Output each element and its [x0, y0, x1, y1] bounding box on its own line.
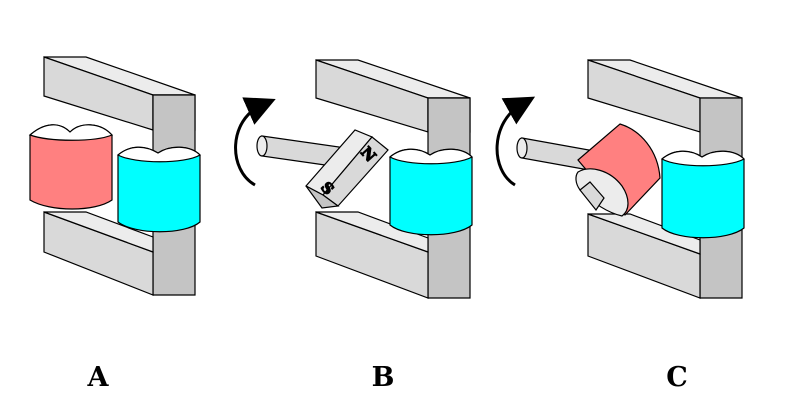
- right-pole-a: [116, 146, 201, 233]
- panel-label-c: C: [666, 362, 688, 393]
- left-pole-a: [28, 124, 114, 210]
- panel-label-a: A: [87, 362, 109, 393]
- bar-magnet-b: N S: [305, 129, 389, 209]
- yoke-a: [43, 56, 196, 296]
- panel-b: N S: [234, 59, 473, 299]
- right-pole-b: [388, 148, 473, 236]
- rotor-pole-c: [575, 123, 661, 217]
- panel-a: [28, 56, 201, 296]
- rotation-arrow-c: [495, 96, 536, 187]
- rotation-arrow-b: [234, 97, 276, 187]
- right-pole-c: [660, 150, 745, 239]
- panel-label-b: B: [371, 362, 395, 393]
- panel-c: [495, 59, 745, 299]
